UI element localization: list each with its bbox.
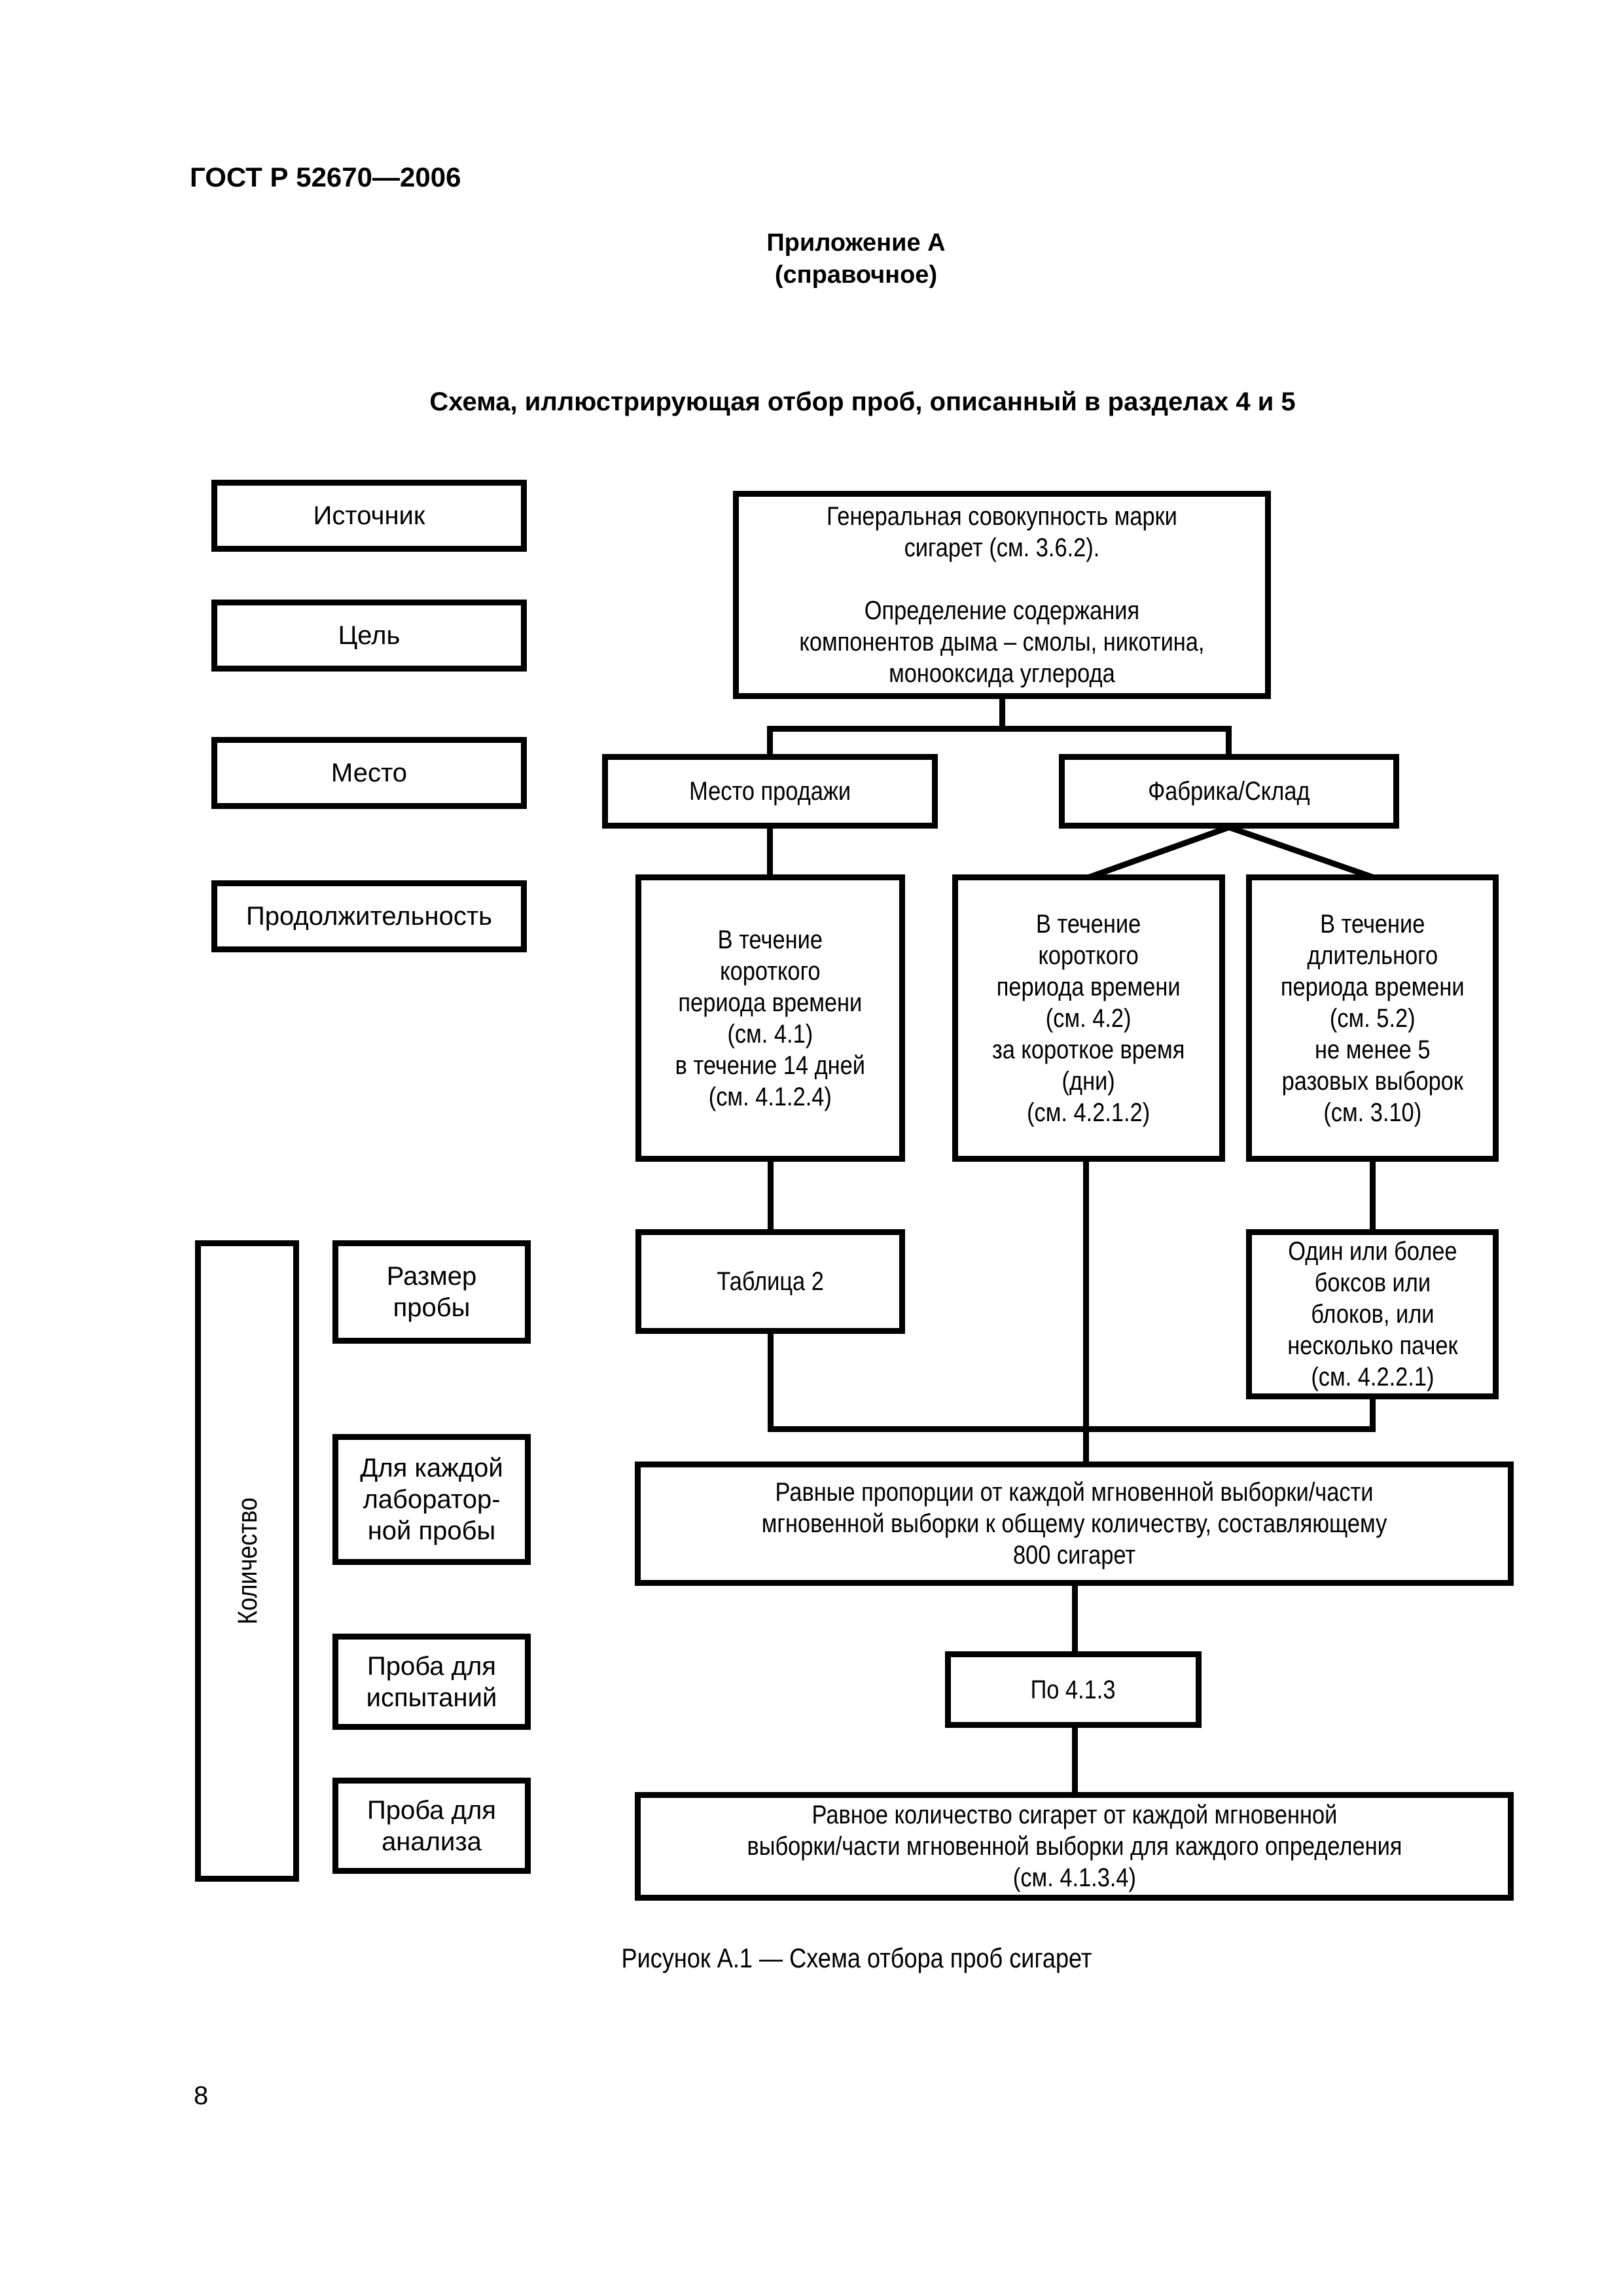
connector-long-to-boxes xyxy=(1370,1160,1376,1230)
connector-boxes-to-merge xyxy=(1370,1398,1376,1431)
connector-413-to-quantity xyxy=(1072,1727,1078,1795)
box-equal-proportions-text: Равные пропорции от каждой мгновенной вы… xyxy=(761,1478,1387,1570)
label-quantity: Количество xyxy=(231,1498,262,1624)
box-duration-factory-long-text: В течение длительного периода времени (с… xyxy=(1280,909,1465,1127)
box-duration-sale-text: В течение короткого периода времени (см.… xyxy=(675,925,866,1111)
box-sale-place-text: Место продажи xyxy=(688,777,851,806)
label-purpose-box: Цель xyxy=(211,600,527,672)
box-duration-factory-long: В течение длительного периода времени (с… xyxy=(1246,874,1499,1162)
box-per-413: По 4.1.3 xyxy=(945,1651,1202,1728)
label-sample-size: Размер пробы xyxy=(386,1262,477,1322)
box-factory: Фабрика/Склад xyxy=(1059,754,1399,829)
box-equal-quantity-text: Равное количество сигарет от каждой мгно… xyxy=(747,1801,1402,1892)
factory-split-line-right xyxy=(1228,824,1374,880)
label-source: Источник xyxy=(313,501,425,530)
box-table2: Таблица 2 xyxy=(635,1229,905,1334)
box-factory-text: Фабрика/Склад xyxy=(1148,777,1310,806)
scheme-title: Схема, иллюстрирующая отбор проб, описан… xyxy=(429,387,1296,416)
connector-merge-horizontal xyxy=(768,1426,1376,1432)
figure-caption: Рисунок А.1 — Схема отбора проб сигарет xyxy=(621,1943,1092,1973)
label-quantity-box: Количество xyxy=(195,1240,299,1882)
box-duration-factory-short: В течение короткого периода времени (см.… xyxy=(952,874,1225,1162)
label-analysis-sample: Проба для анализа xyxy=(367,1795,496,1856)
connector-drop-sale-place xyxy=(767,726,773,754)
label-sample-size-box: Размер пробы xyxy=(332,1240,531,1344)
factory-split-line-left xyxy=(1088,824,1230,880)
connector-population-stub xyxy=(999,696,1005,731)
page-number: 8 xyxy=(194,2081,209,2110)
box-per-413-text: По 4.1.3 xyxy=(1031,1675,1116,1704)
connector-merge-to-proportions xyxy=(1083,1426,1089,1464)
label-lab-sample: Для каждой лаборатор- ной пробы xyxy=(360,1454,503,1545)
box-population-text: Генеральная совокупность марки сигарет (… xyxy=(799,502,1205,688)
connector-sale-to-duration xyxy=(767,827,773,876)
label-duration: Продолжительность xyxy=(246,902,492,931)
box-boxes-blocks: Один или более боксов или блоков, или не… xyxy=(1246,1229,1499,1399)
label-lab-sample-box: Для каждой лаборатор- ной пробы xyxy=(332,1434,531,1565)
box-boxes-blocks-text: Один или более боксов или блоков, или не… xyxy=(1287,1237,1458,1391)
box-equal-proportions: Равные пропорции от каждой мгновенной вы… xyxy=(635,1462,1514,1586)
label-test-sample: Проба для испытаний xyxy=(366,1651,497,1712)
box-duration-factory-short-text: В течение короткого периода времени (см.… xyxy=(992,909,1185,1127)
appendix-title: Приложение А xyxy=(766,229,946,257)
connector-middle-to-merge xyxy=(1083,1160,1089,1431)
connector-proportions-to-413 xyxy=(1072,1585,1078,1654)
connector-duration-to-table2 xyxy=(768,1160,774,1230)
box-table2-text: Таблица 2 xyxy=(717,1267,824,1296)
label-place: Место xyxy=(330,759,408,787)
label-duration-box: Продолжительность xyxy=(211,880,527,952)
label-place-box: Место xyxy=(211,737,527,809)
label-source-box: Источник xyxy=(211,480,527,552)
box-sale-place: Место продажи xyxy=(602,754,938,829)
doc-number: ГОСТ Р 52670—2006 xyxy=(190,162,461,192)
label-analysis-sample-box: Проба для анализа xyxy=(332,1778,531,1874)
label-test-sample-box: Проба для испытаний xyxy=(332,1634,531,1730)
appendix-note: (справочное) xyxy=(774,261,938,289)
box-duration-sale: В течение короткого периода времени (см.… xyxy=(635,874,905,1162)
box-equal-quantity: Равное количество сигарет от каждой мгно… xyxy=(635,1792,1514,1901)
box-population: Генеральная совокупность марки сигарет (… xyxy=(733,491,1271,699)
connector-split-horizontal xyxy=(767,726,1232,732)
connector-drop-factory xyxy=(1226,726,1232,754)
label-purpose: Цель xyxy=(338,621,401,650)
connector-table2-to-merge xyxy=(768,1333,774,1431)
